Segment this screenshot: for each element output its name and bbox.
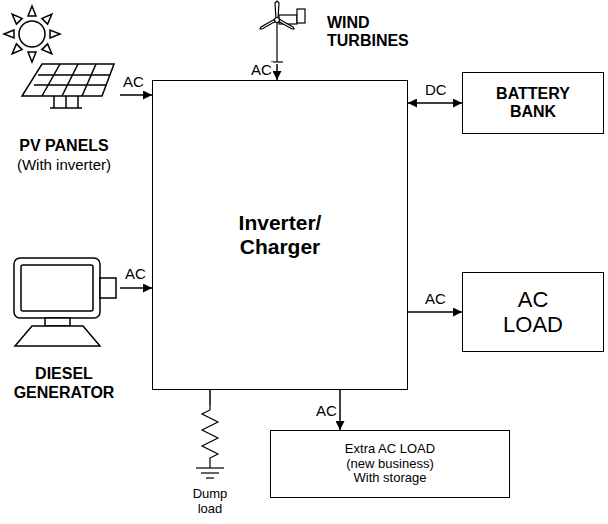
sun-ray	[28, 52, 36, 62]
diesel-generator-node: DIESEL GENERATOR	[8, 252, 120, 402]
diesel-generator-icon	[14, 258, 116, 346]
connector	[408, 311, 462, 313]
connector	[209, 390, 211, 405]
node-label: Dump load	[188, 487, 232, 517]
sun-ray	[4, 30, 14, 38]
connector	[408, 102, 462, 104]
edge-label: AC	[124, 266, 147, 283]
battery-box: BATTERY BANK	[462, 72, 604, 134]
sun-ray	[28, 6, 36, 16]
node-label: Inverter/ Charger	[225, 211, 335, 259]
edge-label: AC	[250, 62, 273, 79]
extra-load-box: Extra AC LOAD (new business) With storag…	[270, 430, 510, 498]
node-label: Extra AC LOAD (new business) With storag…	[334, 442, 446, 487]
node-label: BATTERY BANK	[488, 85, 578, 122]
node-label: DIESEL GENERATOR	[8, 365, 120, 402]
node-label: WIND TURBINES	[327, 14, 422, 51]
edge-label: AC	[315, 403, 338, 420]
sun-ray	[42, 14, 52, 24]
inverter-box: Inverter/ Charger	[152, 80, 408, 390]
node-label: AC LOAD	[498, 287, 568, 338]
pv-panel-icon	[22, 64, 114, 108]
connector	[276, 64, 278, 80]
node-label: (With inverter)	[8, 156, 120, 173]
pv-panel-node: PV PANELS(With inverter)	[8, 8, 120, 173]
load-box: AC LOAD	[462, 272, 604, 352]
sun-icon	[4, 6, 60, 62]
dump-load-resistor	[196, 405, 224, 478]
wind-turbine-node: WIND TURBINES	[232, 0, 422, 64]
sun-ray	[12, 44, 22, 54]
sun-ray	[50, 30, 60, 38]
edge-label: DC	[424, 82, 448, 99]
node-label: PV PANELS	[8, 137, 120, 155]
sun-ray	[12, 14, 22, 24]
edge-label: AC	[424, 291, 447, 308]
connector	[339, 390, 341, 430]
connector	[120, 287, 152, 289]
dump-load-node: Dump load	[180, 405, 240, 517]
wind-turbine-icon	[260, 1, 305, 62]
edge-label: AC	[122, 74, 145, 91]
connector	[120, 94, 152, 96]
sun-ray	[42, 44, 52, 54]
